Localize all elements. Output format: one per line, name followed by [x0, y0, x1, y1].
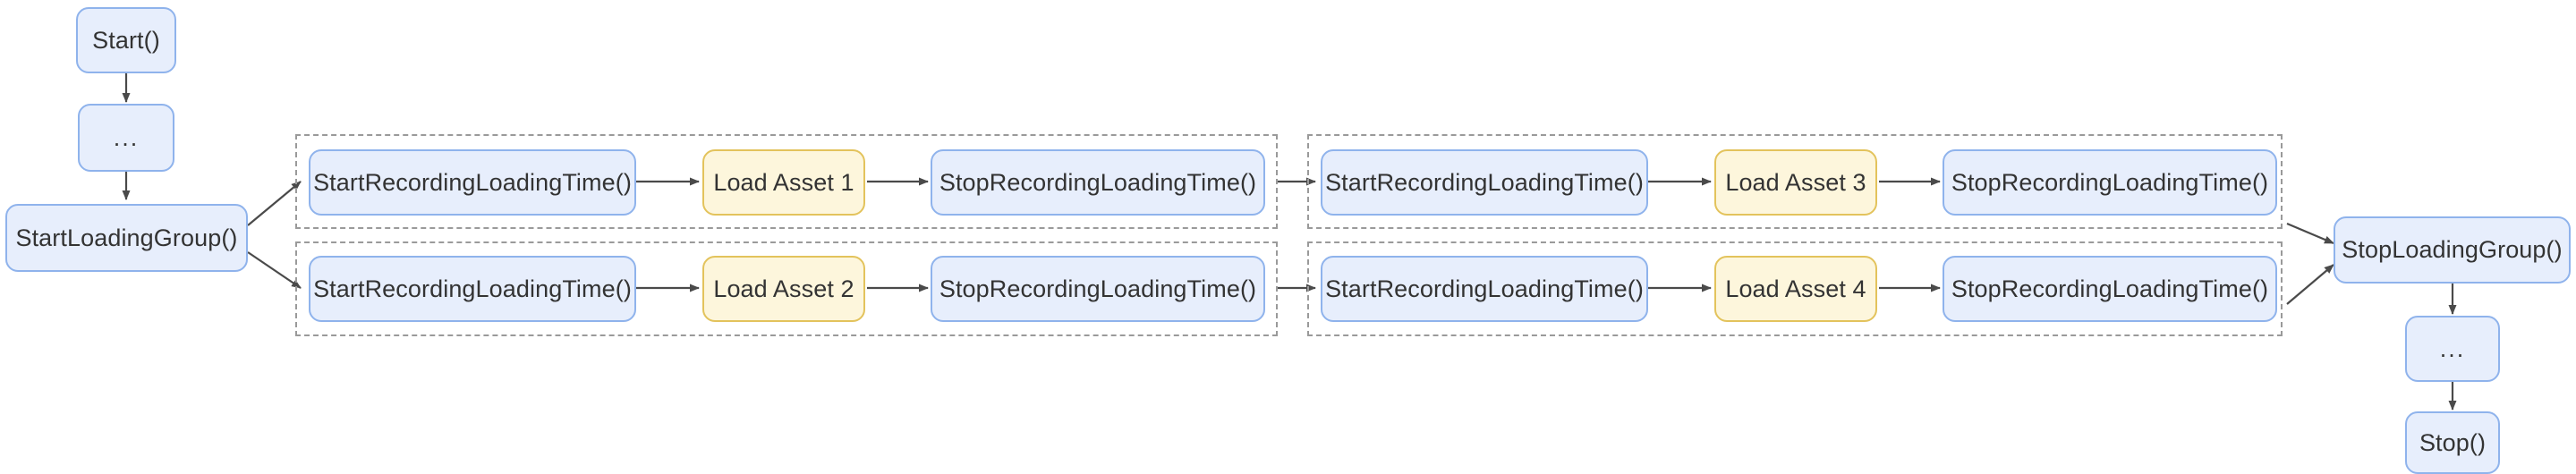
node-stop-loading-group[interactable]: StopLoadingGroup() [2334, 216, 2571, 284]
group-2-row-1-step-2-label: Load Asset 3 [1725, 168, 1866, 196]
node-stop-label: Stop() [2419, 428, 2487, 456]
group-2-row-1-step-2[interactable]: Load Asset 3 [1714, 149, 1877, 216]
node-start-loading-group-label: StartLoadingGroup() [15, 224, 238, 251]
group-1-row-1-step-2-label: Load Asset 1 [713, 168, 854, 196]
group-1-row-1-step-3[interactable]: StopRecordingLoadingTime() [931, 149, 1265, 216]
node-start-loading-group[interactable]: StartLoadingGroup() [5, 204, 248, 272]
group-1-row-2-step-2-label: Load Asset 2 [713, 275, 854, 302]
group-1-row-2-step-3-label: StopRecordingLoadingTime() [939, 275, 1257, 302]
node-stop-loading-group-label: StopLoadingGroup() [2342, 236, 2563, 263]
group-1-row-2-step-2[interactable]: Load Asset 2 [702, 256, 865, 322]
group-1-row-1-box [295, 134, 1278, 229]
group-1-row-1-step-1-label: StartRecordingLoadingTime() [313, 168, 632, 196]
group-2-row-2-step-2-label: Load Asset 4 [1725, 275, 1866, 302]
group-1-row-2-step-1-label: StartRecordingLoadingTime() [313, 275, 632, 302]
edge-startloadinggroup-to-g1r1 [247, 181, 302, 226]
group-2-row-2-step-3-label: StopRecordingLoadingTime() [1951, 275, 2269, 302]
group-2-row-1-step-3-label: StopRecordingLoadingTime() [1951, 168, 2269, 196]
edge-g2r1-to-stoploadinggroup [2286, 222, 2334, 245]
node-ellipsis-left-label: ... [113, 123, 140, 151]
group-2-row-2-step-3[interactable]: StopRecordingLoadingTime() [1943, 256, 2277, 322]
group-2-row-1-step-1[interactable]: StartRecordingLoadingTime() [1321, 149, 1648, 216]
group-1-row-1-step-2[interactable]: Load Asset 1 [702, 149, 865, 216]
group-2-row-2-step-2[interactable]: Load Asset 4 [1714, 256, 1877, 322]
group-2-row-1-step-1-label: StartRecordingLoadingTime() [1325, 168, 1644, 196]
group-2-row-2-step-1-label: StartRecordingLoadingTime() [1325, 275, 1644, 302]
node-ellipsis-right-label: ... [2439, 334, 2466, 362]
node-ellipsis-left[interactable]: ... [78, 104, 174, 172]
node-start[interactable]: Start() [76, 7, 176, 73]
group-2-row-1-step-3[interactable]: StopRecordingLoadingTime() [1943, 149, 2277, 216]
group-1-row-1-step-3-label: StopRecordingLoadingTime() [939, 168, 1257, 196]
group-1-row-1-step-1[interactable]: StartRecordingLoadingTime() [309, 149, 636, 216]
node-stop[interactable]: Stop() [2405, 411, 2500, 474]
edge-g2r2-to-stoploadinggroup [2286, 264, 2334, 305]
group-1-row-2-step-3[interactable]: StopRecordingLoadingTime() [931, 256, 1265, 322]
node-ellipsis-right[interactable]: ... [2405, 316, 2500, 382]
group-1-row-2-box [295, 241, 1278, 336]
node-start-label: Start() [92, 26, 160, 54]
group-2-row-2-box [1307, 241, 2283, 336]
group-2-row-2-step-1[interactable]: StartRecordingLoadingTime() [1321, 256, 1648, 322]
group-2-row-1-box [1307, 134, 2283, 229]
edge-startloadinggroup-to-g1r2 [247, 251, 302, 289]
group-1-row-2-step-1[interactable]: StartRecordingLoadingTime() [309, 256, 636, 322]
